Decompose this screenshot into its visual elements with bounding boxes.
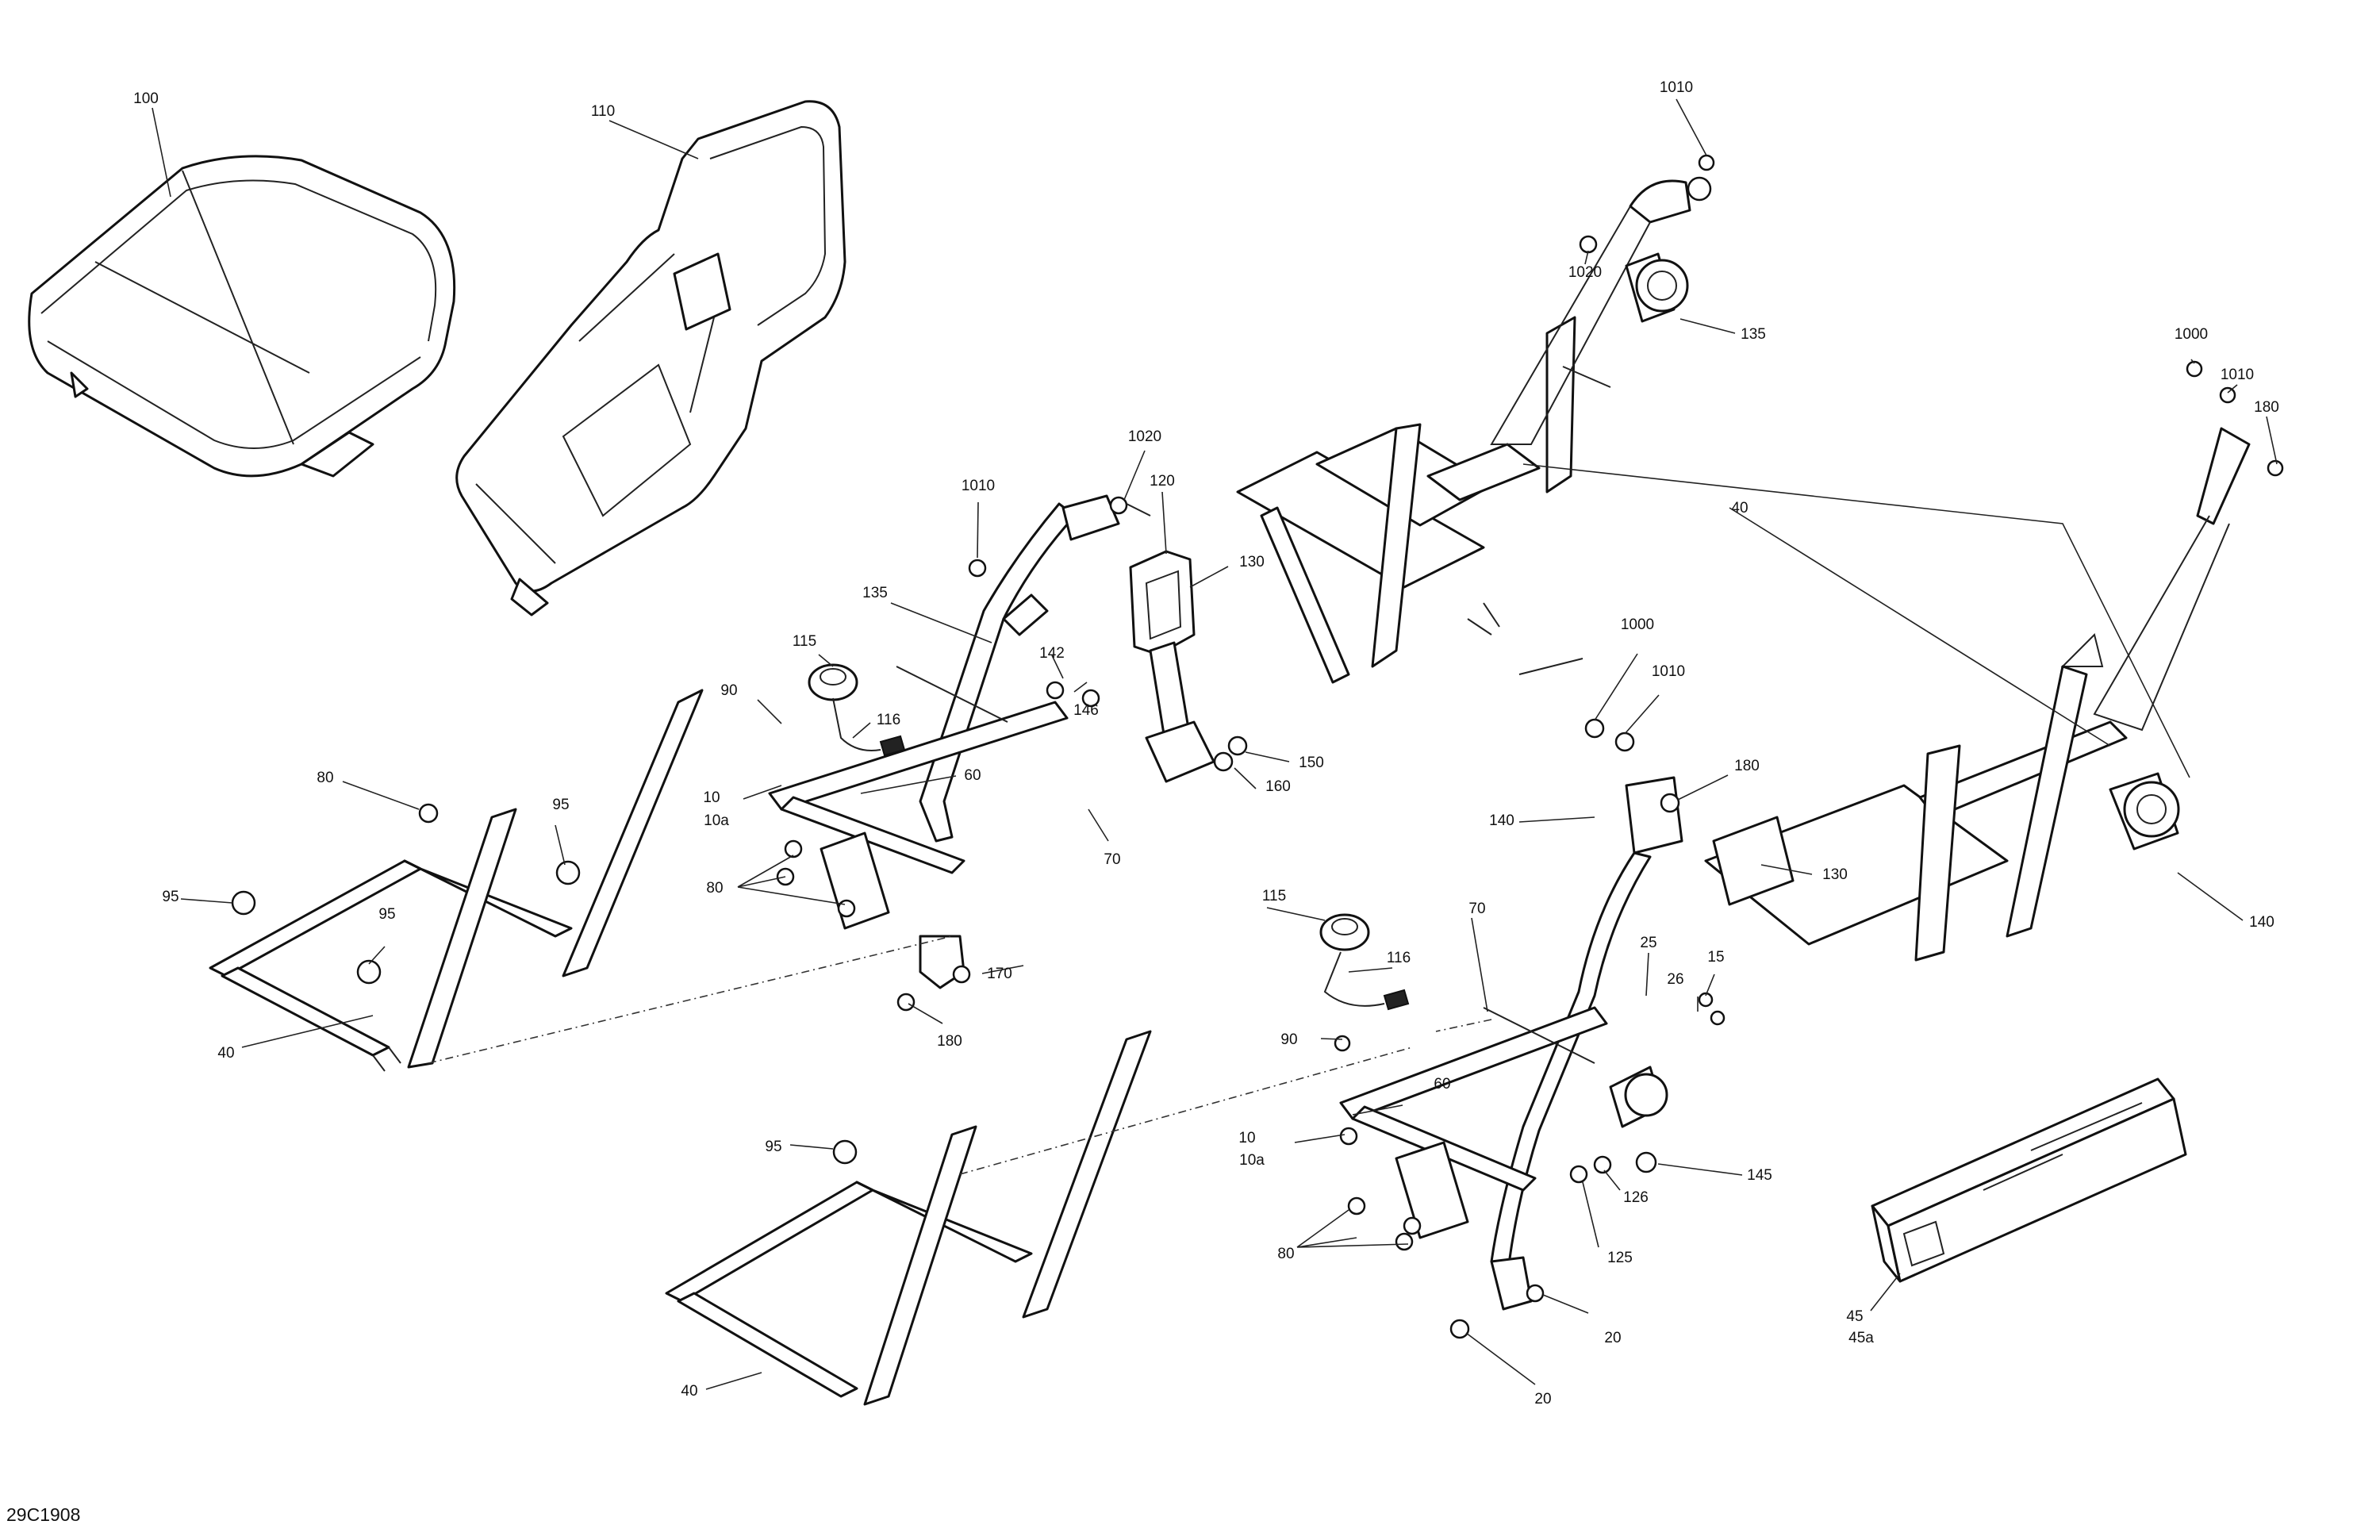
callout-1010: 1010 (962, 478, 995, 494)
callout-1010: 1010 (1660, 79, 1693, 96)
sensor-harness-right-part (1319, 913, 1410, 1011)
callout-170: 170 (987, 966, 1012, 982)
callout-126: 126 (1623, 1189, 1649, 1206)
callout-25: 25 (1640, 935, 1656, 951)
seat-cushion-part (28, 155, 456, 478)
callout-40: 40 (217, 1045, 234, 1062)
callout-140: 140 (1489, 812, 1514, 829)
callout-70: 70 (1104, 851, 1120, 868)
callout-45a: 45a (1848, 1330, 1874, 1346)
seat-frame-rear-part (1236, 316, 1576, 684)
callout-40: 40 (1731, 500, 1748, 517)
callout-90: 90 (1280, 1031, 1297, 1048)
callout-1000: 1000 (1621, 616, 1654, 633)
callout-26: 26 (1667, 971, 1683, 988)
callout-125: 125 (1607, 1250, 1633, 1266)
callout-90: 90 (720, 682, 737, 699)
callout-120: 120 (1150, 473, 1175, 490)
seatbelt-buckle-housing-part (1129, 550, 1215, 783)
callout-115: 115 (1262, 888, 1286, 904)
slide-rods-part (896, 666, 1595, 1064)
callout-60: 60 (964, 767, 981, 784)
callout-180: 180 (1734, 758, 1760, 774)
callout-1020: 1020 (1128, 428, 1161, 445)
callout-1000: 1000 (2175, 326, 2208, 343)
callout-10a: 10a (704, 812, 729, 829)
leader-lines (152, 98, 2278, 1390)
callout-116: 116 (1387, 950, 1411, 966)
callout-labels: 100 110 1010 1020 135 1000 1010 180 1020… (133, 79, 2279, 1408)
seatbelt-right-anchor-part (2060, 427, 2251, 851)
seatbelt-webbing-left-part (919, 494, 1120, 989)
callout-130: 130 (1239, 554, 1265, 570)
callout-95: 95 (765, 1139, 781, 1155)
callout-130: 130 (1822, 866, 1848, 883)
callout-40: 40 (681, 1383, 697, 1400)
drawing-id: 29C1908 (6, 1504, 80, 1525)
seat-backrest-part (455, 100, 846, 616)
callout-116: 116 (877, 712, 900, 728)
alignment-lines (428, 935, 1492, 1175)
callout-1010: 1010 (1652, 663, 1685, 680)
callout-20: 20 (1604, 1330, 1621, 1346)
callout-45: 45 (1846, 1308, 1863, 1325)
hardware-fasteners (231, 154, 2284, 1339)
callout-1020: 1020 (1568, 264, 1602, 281)
callout-180: 180 (2254, 399, 2279, 416)
callout-10: 10 (703, 789, 720, 806)
sensor-harness-left-part (808, 663, 906, 757)
callout-95: 95 (162, 889, 178, 905)
seat-base-frame-left-part (209, 689, 704, 1072)
callout-115: 115 (793, 633, 816, 650)
callout-15: 15 (1707, 949, 1724, 966)
callout-80: 80 (317, 770, 333, 786)
callout-70: 70 (1468, 901, 1485, 917)
seatbelt-webbing-right-part (1490, 851, 1668, 1311)
callout-110: 110 (591, 103, 615, 120)
callout-1010: 1010 (2221, 367, 2254, 383)
callout-145: 145 (1747, 1167, 1772, 1184)
callout-180: 180 (937, 1033, 962, 1050)
callout-142: 142 (1039, 645, 1065, 662)
callout-95: 95 (378, 906, 395, 923)
callout-135: 135 (1741, 326, 1766, 343)
callout-80: 80 (706, 880, 723, 897)
callout-60: 60 (1434, 1076, 1450, 1093)
callout-146: 146 (1073, 702, 1099, 719)
callout-95: 95 (552, 797, 569, 813)
callout-135: 135 (862, 585, 888, 601)
seat-rail-left-part (768, 701, 1069, 930)
callout-100: 100 (133, 90, 159, 107)
storage-tray-part (1871, 1077, 2187, 1283)
callout-140: 140 (2249, 914, 2274, 931)
callout-150: 150 (1299, 755, 1324, 771)
callout-10a: 10a (1239, 1152, 1265, 1169)
seatbelt-upper-anchor-part (1490, 176, 1712, 445)
callout-10: 10 (1238, 1130, 1255, 1146)
callout-80: 80 (1277, 1246, 1294, 1262)
seat-frame-right-part (1625, 665, 2128, 962)
callout-20: 20 (1534, 1391, 1551, 1408)
callout-160: 160 (1265, 778, 1291, 795)
seat-base-frame-center-part (665, 1030, 1152, 1406)
